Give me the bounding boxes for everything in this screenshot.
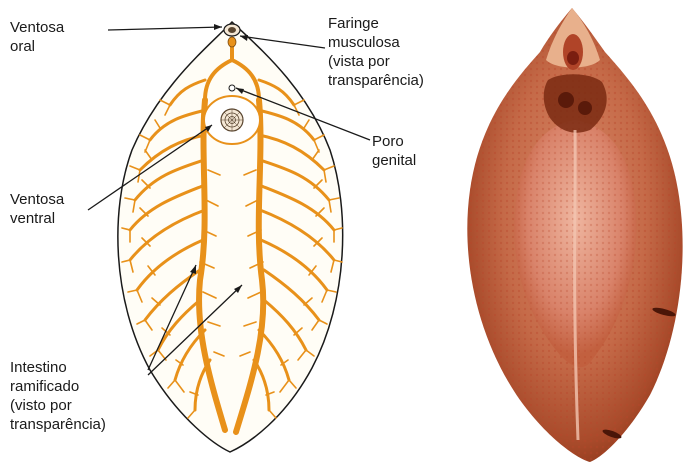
- label-intestine-line1: Intestino: [10, 358, 106, 377]
- label-pharynx-line1: Faringe: [328, 14, 424, 33]
- label-oral-sucker-line2: oral: [10, 37, 64, 56]
- label-genital-pore-line2: genital: [372, 151, 416, 170]
- label-intestine-line2: ramificado: [10, 377, 106, 396]
- label-pharynx-line2: musculosa: [328, 33, 424, 52]
- label-genital-pore: Poro genital: [372, 132, 416, 170]
- label-ventral-sucker-line2: ventral: [10, 209, 64, 228]
- genital-pore: [229, 85, 235, 91]
- pharynx: [228, 37, 236, 47]
- ventral-sucker: [221, 109, 243, 131]
- label-pharynx-line4: transparência): [328, 71, 424, 90]
- label-ventral-sucker-line1: Ventosa: [10, 190, 64, 209]
- oral-sucker: [224, 24, 240, 36]
- label-pharynx: Faringe musculosa (vista por transparênc…: [328, 14, 424, 90]
- label-intestine: Intestino ramificado (visto por transpar…: [10, 358, 106, 434]
- label-intestine-line4: transparência): [10, 415, 106, 434]
- label-pharynx-line3: (vista por: [328, 52, 424, 71]
- fluke-photo: [467, 8, 682, 462]
- label-ventral-sucker: Ventosa ventral: [10, 190, 64, 228]
- label-oral-sucker: Ventosa oral: [10, 18, 64, 56]
- label-oral-sucker-line1: Ventosa: [10, 18, 64, 37]
- label-genital-pore-line1: Poro: [372, 132, 416, 151]
- label-intestine-line3: (visto por: [10, 396, 106, 415]
